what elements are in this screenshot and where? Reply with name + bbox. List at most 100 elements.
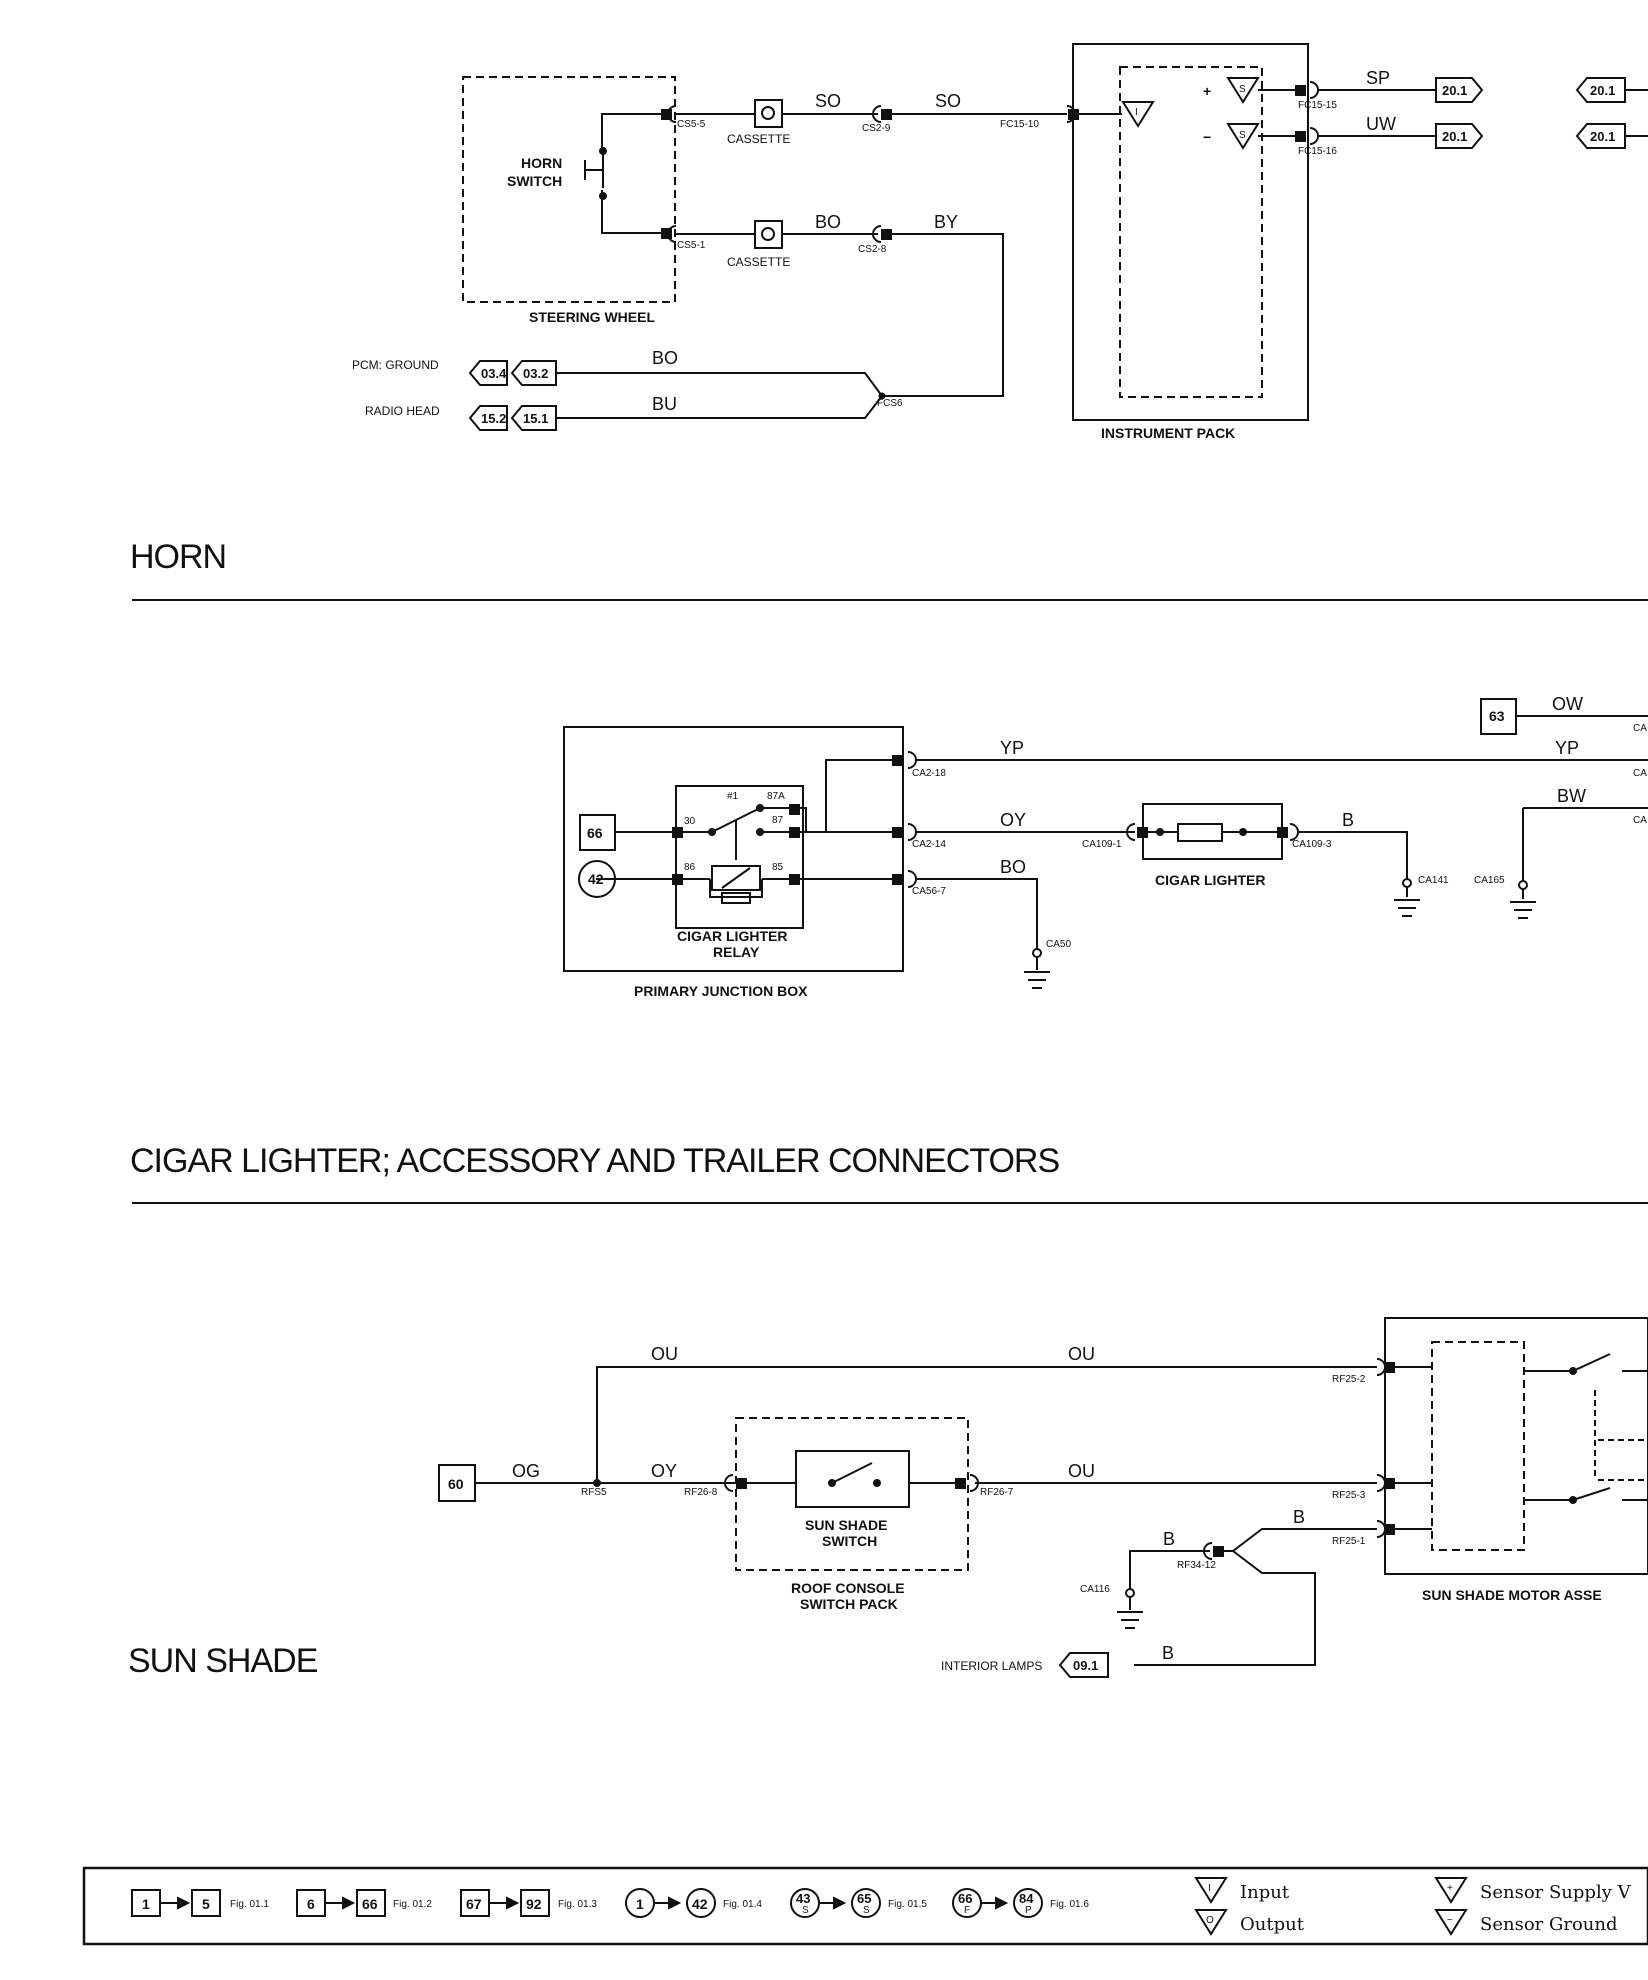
legend-r4b: 42: [692, 1896, 708, 1912]
horn-switch-symbol: [584, 113, 668, 234]
wire-b-sun-2: B: [1293, 1507, 1305, 1527]
legend-sensor-ground: Sensor Ground: [1480, 1914, 1618, 1935]
pin-fc15-15: FC15-15: [1298, 100, 1337, 111]
sensor-supply-symbol: [1226, 77, 1260, 104]
ref-201-a: 20.1: [1442, 83, 1467, 98]
legend-r3b: 92: [526, 1896, 542, 1912]
wire-sp: SP: [1366, 68, 1390, 88]
pin-rf25-2: RF25-2: [1332, 1374, 1366, 1385]
pin-ca165: CA165: [1474, 875, 1505, 886]
box-63: 63: [1489, 708, 1505, 724]
pin-cs2-8: CS2-8: [858, 244, 887, 255]
ref-arrow-201-sp: [1435, 77, 1484, 103]
ref-201-b: 20.1: [1442, 129, 1467, 144]
pin-ca50: CA50: [1046, 939, 1071, 950]
ref-034: 03.4: [481, 366, 507, 381]
box-66: 66: [587, 825, 603, 841]
pin-rf25-3: RF25-3: [1332, 1490, 1366, 1501]
ref-032: 03.2: [523, 366, 548, 381]
roof-console-switch-pack-outline: [735, 1417, 969, 1571]
ref-arrow-034: [468, 360, 508, 386]
legend-input: Input: [1240, 1882, 1290, 1903]
pin-cs2-9: CS2-9: [862, 123, 891, 134]
legend-r5b: 65: [857, 1891, 871, 1906]
pin-ca-a: CA: [1633, 723, 1647, 734]
wire-yp-1: YP: [1000, 738, 1024, 758]
legend-f4: Fig. 01.4: [723, 1899, 762, 1910]
legend-r2a: 6: [307, 1896, 315, 1912]
legend-f3: Fig. 01.3: [558, 1899, 597, 1910]
ref-201-d: 20.1: [1590, 129, 1615, 144]
pin-rfs5: RFS5: [581, 1487, 607, 1498]
relay-pin-87a: 87A: [767, 791, 785, 802]
ref-201-c: 20.1: [1590, 83, 1615, 98]
pin-rf26-7: RF26-7: [980, 1487, 1014, 1498]
pin-ca109-1: CA109-1: [1082, 839, 1122, 850]
ref-arrow-091: [1058, 1652, 1109, 1678]
box-60: 60: [448, 1476, 464, 1492]
legend-r6bs: P: [1025, 1905, 1032, 1916]
circle-42: 42: [588, 871, 604, 887]
sensor-ground-symbol: [1226, 123, 1260, 150]
wire-ou-1: OU: [651, 1344, 678, 1364]
sun-shade-motor-outline: [1384, 1317, 1648, 1575]
section-title-cigar: CIGAR LIGHTER; ACCESSORY AND TRAILER CON…: [130, 1142, 1059, 1180]
sun-shade-switch-label-2: SWITCH: [822, 1533, 877, 1549]
section-title-sunshade: SUN SHADE: [128, 1642, 318, 1680]
pin-ca141: CA141: [1418, 875, 1449, 886]
legend-r4a: 1: [636, 1896, 644, 1912]
pin-cs5-5: CS5-5: [677, 119, 706, 130]
instrument-pack-outline: [1072, 43, 1309, 421]
pcm-ground-label: PCM: GROUND: [352, 358, 439, 372]
wire-ou-3: OU: [1068, 1461, 1095, 1481]
pin-fc15-10: FC15-10: [1000, 119, 1039, 130]
wire-so-2: SO: [935, 91, 961, 111]
relay-label: CIGAR LIGHTER: [677, 928, 787, 944]
wire-bu: BU: [652, 394, 677, 414]
horn-circuit: [462, 43, 1648, 431]
horn-switch-label-2: SWITCH: [507, 173, 562, 189]
roof-console-label: ROOF CONSOLE: [791, 1580, 905, 1596]
legend-r1b: 5: [202, 1896, 210, 1912]
wire-b-sun-1: B: [1163, 1529, 1175, 1549]
cigar-circuit: [563, 698, 1648, 989]
wire-oy-sun: OY: [651, 1461, 677, 1481]
sun-shade-motor-label: SUN SHADE MOTOR ASSE: [1422, 1587, 1602, 1603]
wire-so-1: SO: [815, 91, 841, 111]
wire-ow: OW: [1552, 694, 1583, 714]
primary-junction-box-outline: [563, 726, 904, 972]
legend-f2: Fig. 01.2: [393, 1899, 432, 1910]
ref-arrow-152: [468, 405, 508, 431]
cassette-label-bottom: CASSETTE: [727, 255, 790, 269]
relay-pin-85: 85: [772, 862, 784, 873]
relay-pin-h1: #1: [727, 791, 739, 802]
input-symbol: [1121, 101, 1155, 128]
legend-sym-o: O: [1206, 1915, 1214, 1926]
pin-ca2-18: CA2-18: [912, 768, 946, 779]
pin-ca109-3: CA109-3: [1292, 839, 1332, 850]
pin-ca116: CA116: [1080, 1584, 1110, 1595]
legend-sym-i: I: [1208, 1883, 1211, 1894]
ref-151: 15.1: [523, 411, 548, 426]
ref-circle-42: [578, 860, 616, 898]
legend-r5as: S: [802, 1905, 809, 1916]
pin-ca-b: CA: [1633, 768, 1647, 779]
wire-uw: UW: [1366, 114, 1396, 134]
ref-arrow-151: [510, 405, 557, 431]
cigar-lighter-label: CIGAR LIGHTER: [1155, 872, 1265, 888]
roof-console-label-2: SWITCH PACK: [800, 1596, 898, 1612]
legend-f5: Fig. 01.5: [888, 1899, 927, 1910]
pin-ca-c: CA: [1633, 815, 1647, 826]
legend-sym-plus: +: [1447, 1883, 1453, 1894]
cassette-bottom: [754, 220, 783, 249]
sun-shade-switch-label: SUN SHADE: [805, 1517, 887, 1533]
ref-arrow-201-uw: [1435, 123, 1484, 149]
sensor-minus-label: −: [1203, 129, 1211, 145]
wire-bw: BW: [1557, 786, 1586, 806]
wire-bo-cigar: BO: [1000, 857, 1026, 877]
legend-r6a: 66: [958, 1891, 972, 1906]
wire-oy: OY: [1000, 810, 1026, 830]
relay-label-2: RELAY: [713, 944, 760, 960]
wire-og: OG: [512, 1461, 540, 1481]
legend-f1: Fig. 01.1: [230, 1899, 269, 1910]
